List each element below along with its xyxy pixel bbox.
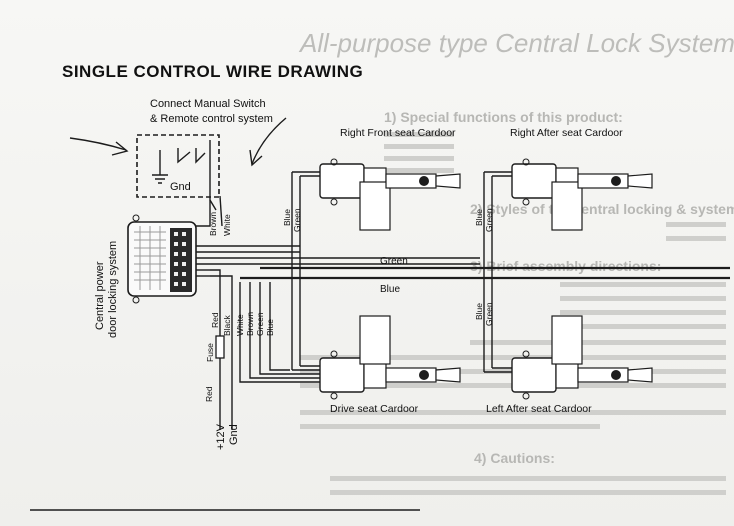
- ghost-heading-4: 4) Cautions:: [474, 450, 555, 466]
- rf-wire-label-green: Green: [292, 208, 302, 232]
- wire-label-brown-bottom: Brown: [245, 312, 255, 336]
- wire-label-black: Black: [222, 314, 232, 336]
- connect-note-line2: & Remote control system: [150, 113, 273, 125]
- background-ghost-text: All-purpose type Central Lock System Ins…: [298, 28, 734, 495]
- control-unit: Central power door locking system: [94, 214, 197, 338]
- actuator-right-after: [511, 158, 653, 231]
- control-unit-label-line2: door locking system: [107, 241, 119, 338]
- wire-label-white: White: [222, 214, 232, 236]
- door-label-left-after: Left After seat Cardoor: [486, 403, 592, 415]
- actuator-right-front: [319, 158, 461, 231]
- diagram-title: SINGLE CONTROL WIRE DRAWING: [62, 62, 363, 81]
- ghost-heading-1: 1) Special functions of this product:: [384, 109, 623, 125]
- ra-wire-label-green: Green: [484, 208, 494, 232]
- wire-label-red: Red: [210, 312, 220, 328]
- la-wire-label-green: Green: [484, 302, 494, 326]
- control-unit-label-line1: Central power: [94, 261, 106, 330]
- manual-switch-box: Gnd: [136, 134, 220, 211]
- drive-wire-bundle: [210, 269, 322, 383]
- actuator-drive: [319, 315, 461, 400]
- ghost-title: All-purpose type Central Lock System Ins…: [298, 28, 734, 58]
- ghost-heading-2: 2) Styles of the central locking & syste…: [470, 201, 734, 217]
- power-12v-label: +12V: [215, 423, 227, 450]
- switch-gnd-label: Gnd: [170, 181, 191, 193]
- wire-label-brown: Brown: [208, 212, 218, 236]
- rf-wire-label-blue: Blue: [282, 209, 292, 226]
- door-label-right-front: Right Front seat Cardoor: [340, 127, 456, 139]
- wire-label-white-bottom: White: [235, 314, 245, 336]
- harness-bundle: [196, 245, 480, 277]
- ra-wire-label-blue: Blue: [474, 209, 484, 226]
- power-wire-red-label: Red: [204, 386, 214, 402]
- pointer-arrows: [69, 117, 287, 167]
- ghost-heading-3: 3) Brief assembly directions:: [470, 258, 661, 274]
- wire-label-blue-bottom: Blue: [265, 319, 275, 336]
- wire-switch-brown: [196, 200, 211, 227]
- wire-label-green-bottom: Green: [255, 312, 265, 336]
- fuse: [215, 335, 233, 430]
- bus-label-green: Green: [380, 256, 408, 267]
- power-gnd-label: Gnd: [228, 424, 240, 445]
- door-label-right-after: Right After seat Cardoor: [510, 127, 623, 139]
- actuator-left-after: [511, 315, 653, 400]
- fuse-label: Fuse: [205, 343, 215, 362]
- bus-label-blue: Blue: [380, 284, 400, 295]
- wire-switch-white: [219, 195, 223, 227]
- connect-note-line1: Connect Manual Switch: [150, 98, 266, 110]
- door-label-drive: Drive seat Cardoor: [330, 403, 419, 415]
- la-wire-label-blue: Blue: [474, 303, 484, 320]
